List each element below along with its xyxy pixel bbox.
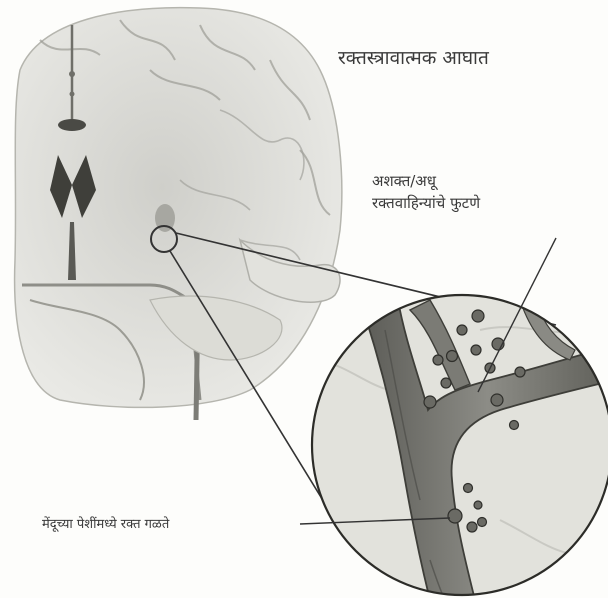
- blood-leak-label: मेंदूच्या पेशींमध्ये रक्त गळते: [42, 514, 169, 532]
- brain-cross-section: [15, 8, 342, 420]
- vessel-rupture-label-line1: अशक्त/अधू: [372, 170, 480, 192]
- vessel-rupture-label: अशक्त/अधू रक्तवाहिन्यांचे फुटणे: [372, 170, 480, 214]
- diagram-title: रक्तस्त्रावात्मक आघात: [338, 44, 489, 70]
- magnified-vessel-view: [310, 290, 608, 598]
- vessel-rupture-label-line2: रक्तवाहिन्यांचे फुटणे: [372, 192, 480, 214]
